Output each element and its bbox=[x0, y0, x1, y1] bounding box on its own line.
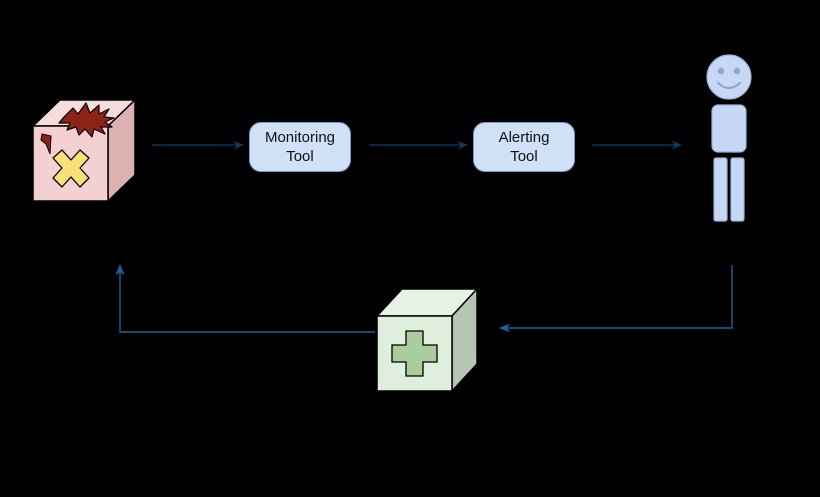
person-leg-left-icon bbox=[713, 157, 728, 222]
edge-person-to-healthy bbox=[499, 265, 733, 333]
on-call-person[interactable] bbox=[706, 50, 758, 228]
x-cross-icon bbox=[52, 149, 90, 188]
person-smile-icon bbox=[717, 82, 741, 89]
alerting-tool-label: Alerting Tool bbox=[498, 129, 550, 165]
monitoring-tool-label: Monitoring Tool bbox=[264, 129, 336, 165]
monitoring-tool-box[interactable]: Monitoring Tool bbox=[249, 122, 351, 172]
healthy-service-cube[interactable] bbox=[370, 284, 482, 396]
lightning-bolt-icon bbox=[40, 133, 52, 155]
person-head-icon bbox=[706, 54, 752, 100]
person-eye-right-icon bbox=[733, 67, 741, 75]
person-torso-icon bbox=[711, 104, 747, 153]
failing-service-cube[interactable] bbox=[26, 96, 142, 208]
edge-healthy-to-failing bbox=[115, 264, 375, 333]
explosion-burst-icon bbox=[58, 102, 115, 138]
person-eye-left-icon bbox=[717, 67, 725, 75]
plus-cross-icon bbox=[391, 330, 438, 377]
person-leg-right-icon bbox=[730, 157, 745, 222]
alerting-tool-box[interactable]: Alerting Tool bbox=[473, 122, 575, 172]
